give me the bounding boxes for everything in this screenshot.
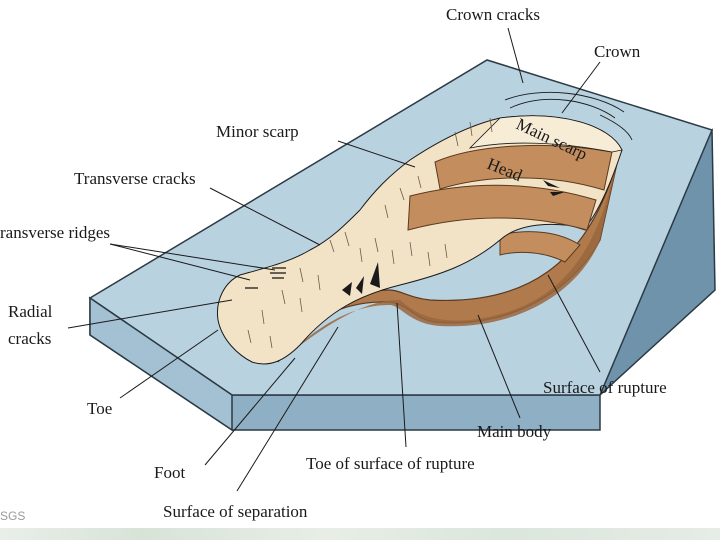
bottom-band — [0, 528, 720, 540]
surface-of-rupture-label: Surface of rupture — [543, 378, 667, 397]
main-scarp-face — [468, 115, 623, 153]
toe-label: Toe — [87, 399, 112, 418]
transverse-ridges-label: ransverse ridges — [0, 223, 110, 242]
toe-of-surface-of-rupture-label: Toe of surface of rupture — [306, 454, 475, 473]
surface-of-separation-label: Surface of separation — [163, 502, 308, 521]
source-credit: SGS — [0, 509, 26, 523]
leader-lines — [67, 27, 601, 492]
head-band-upper-top — [434, 144, 613, 191]
crown-cracks-label: Crown cracks — [446, 5, 540, 24]
transverse-cracks-label: Transverse cracks — [74, 169, 196, 188]
head-band-lower-top — [407, 184, 597, 231]
minor-scarp-label: Minor scarp — [216, 122, 299, 141]
debris-hatching — [247, 117, 493, 349]
radial-cracks-label-line2: cracks — [8, 329, 51, 348]
block-front-left — [89, 296, 233, 432]
crown-label: Crown — [594, 42, 641, 61]
foot-label: Foot — [154, 463, 185, 482]
crown-crack-arcs — [504, 91, 633, 141]
main-body-label: Main body — [477, 422, 552, 441]
transverse-crack-marks — [342, 180, 565, 296]
head-band-third — [499, 231, 581, 263]
radial-cracks-label-line1: Radial — [8, 302, 53, 321]
transverse-ridge-marks — [245, 267, 286, 289]
